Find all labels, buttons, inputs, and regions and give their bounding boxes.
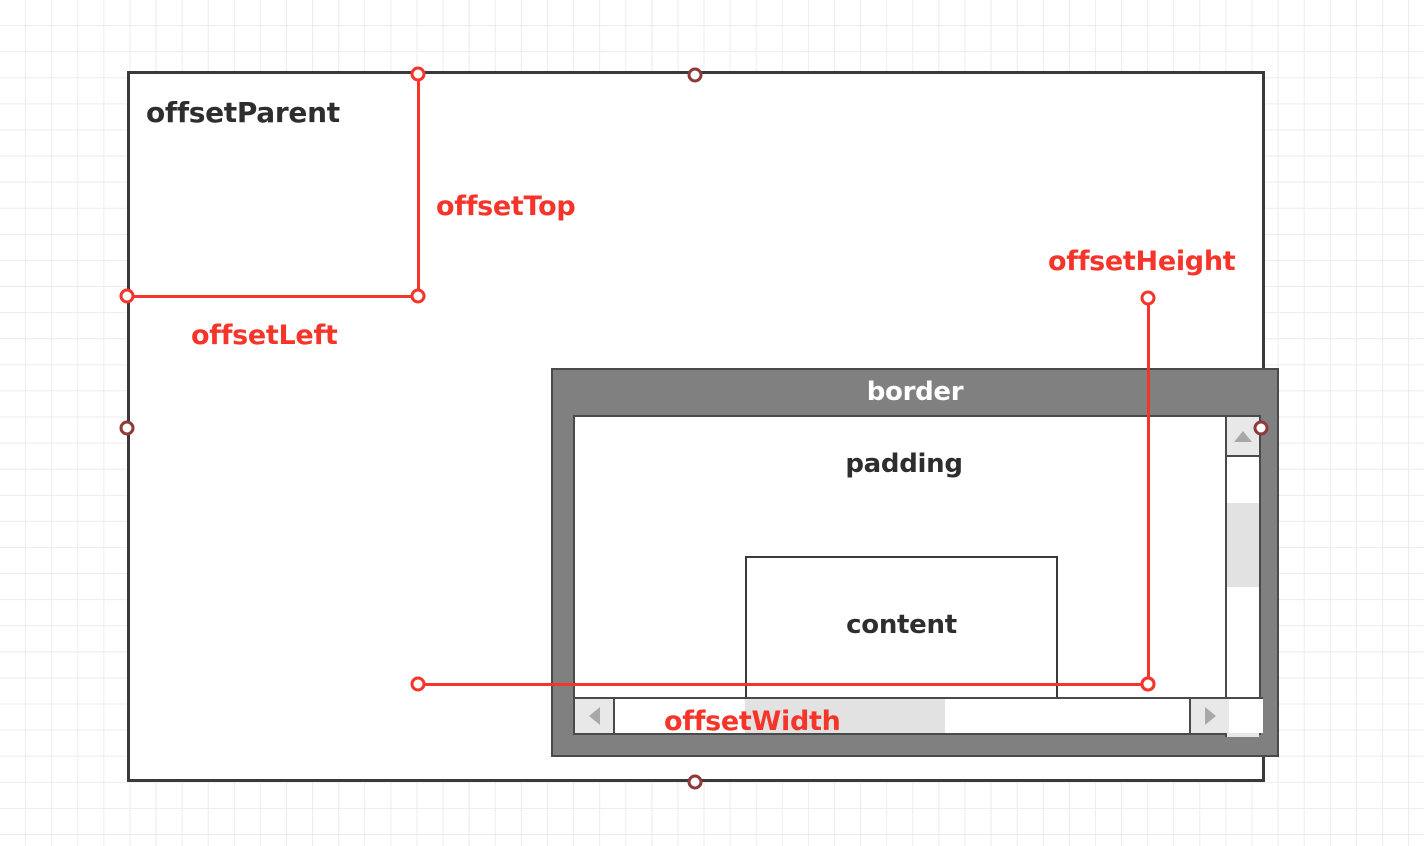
offset-height-label: offsetHeight (1048, 246, 1236, 277)
scroll-right-arrow-button[interactable] (1189, 699, 1229, 733)
padding-box[interactable]: padding content (573, 415, 1263, 737)
chevron-right-icon (1204, 707, 1216, 725)
offset-left-label: offsetLeft (191, 320, 338, 351)
offset-height-measure-line (1147, 296, 1150, 685)
offset-left-start-handle[interactable] (119, 288, 135, 304)
selection-anchor-right[interactable] (1253, 420, 1269, 436)
offset-top-start-handle[interactable] (410, 66, 426, 82)
offset-width-label: offsetWidth (664, 706, 841, 737)
offset-left-end-handle[interactable] (410, 288, 426, 304)
offset-width-left-handle[interactable] (410, 676, 426, 692)
horizontal-scrollbar-thumb[interactable] (745, 699, 945, 733)
padding-label: padding (845, 449, 963, 479)
offset-parent-box[interactable]: offsetParent border padding content (127, 71, 1279, 782)
chevron-up-icon (1234, 430, 1252, 442)
selection-anchor-top[interactable] (687, 67, 703, 83)
scroll-left-arrow-button[interactable] (575, 699, 615, 733)
horizontal-scrollbar-track[interactable] (615, 699, 1189, 733)
horizontal-scrollbar[interactable] (575, 697, 1263, 733)
offset-width-right-handle[interactable] (1140, 676, 1156, 692)
offset-left-measure-line (126, 295, 421, 298)
selection-anchor-bottom[interactable] (687, 774, 703, 790)
selection-anchor-left[interactable] (119, 420, 135, 436)
vertical-scrollbar-track[interactable] (1227, 457, 1259, 697)
border-box[interactable]: border padding content (551, 368, 1279, 757)
offset-parent-label: offsetParent (146, 96, 340, 129)
content-label: content (846, 610, 957, 640)
offset-top-measure-line (417, 73, 420, 296)
offset-width-measure-line (417, 683, 1149, 686)
vertical-scrollbar[interactable] (1225, 417, 1259, 737)
offset-top-label: offsetTop (436, 191, 576, 222)
vertical-scrollbar-thumb[interactable] (1227, 503, 1259, 587)
content-box[interactable]: content (745, 556, 1058, 708)
border-label: border (866, 377, 964, 407)
chevron-left-icon (588, 707, 600, 725)
offset-height-top-handle[interactable] (1140, 290, 1156, 306)
